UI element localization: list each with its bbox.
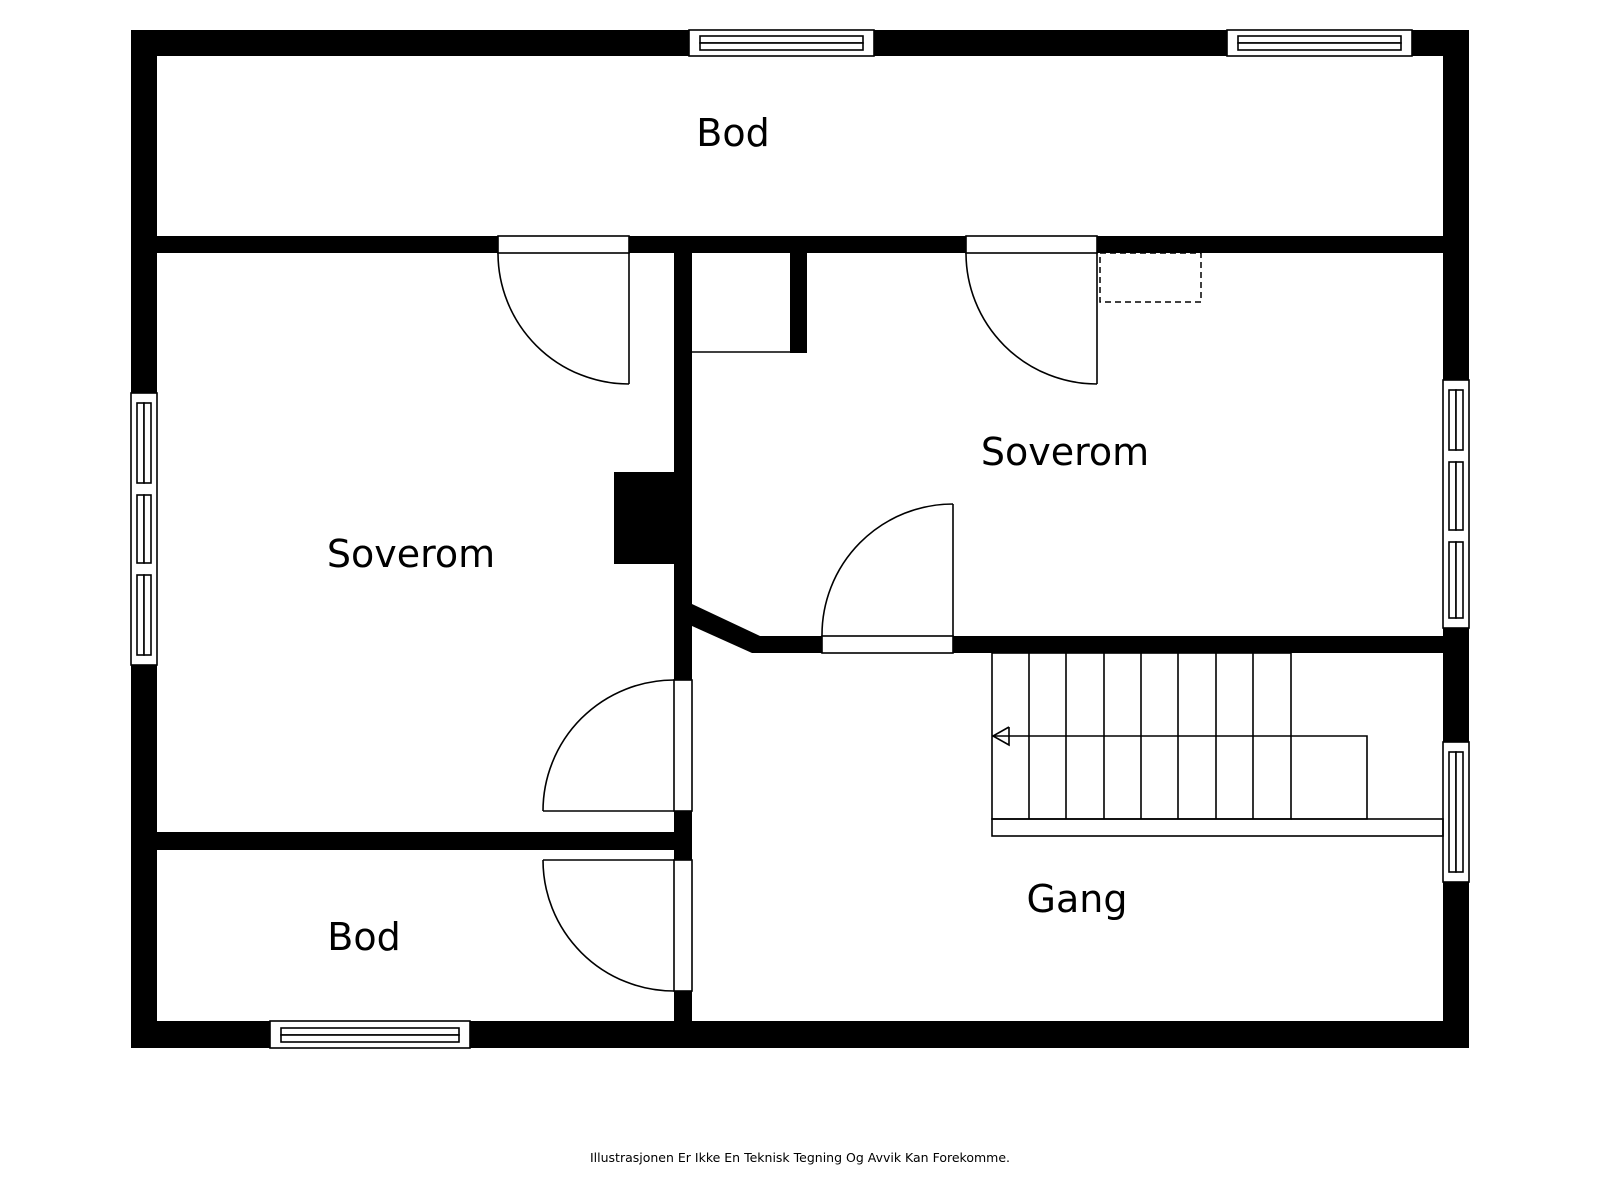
door-bod-bottom xyxy=(542,859,693,992)
window-east-1 xyxy=(1442,379,1470,629)
windows xyxy=(130,29,1470,1049)
door-soverom-right-top xyxy=(965,235,1098,385)
window-west xyxy=(130,392,158,666)
doors xyxy=(497,235,1098,992)
door-soverom-left-gang xyxy=(542,679,693,812)
chimney xyxy=(614,472,674,564)
window-south xyxy=(269,1020,471,1049)
staircase xyxy=(991,652,1444,837)
wall-bod-top-divider xyxy=(131,236,1469,253)
door-soverom-right-gang xyxy=(821,503,954,654)
window-east-2 xyxy=(1442,741,1470,883)
wall-closet-stub xyxy=(790,253,807,353)
window-north-1 xyxy=(688,29,875,57)
door-soverom-left-top xyxy=(497,235,630,385)
window-north-2 xyxy=(1226,29,1413,57)
room-label-soverom-left: Soverom xyxy=(327,532,495,576)
disclaimer-text: Illustrasjonen Er Ikke En Teknisk Tegnin… xyxy=(589,1150,1010,1165)
hatch-dashed xyxy=(1099,252,1202,303)
wall-bod-bottom-divider xyxy=(131,832,692,850)
room-label-bod-top: Bod xyxy=(696,111,769,155)
room-label-gang: Gang xyxy=(1027,877,1128,921)
wall-diagonal xyxy=(692,604,760,653)
room-label-soverom-right: Soverom xyxy=(981,430,1149,474)
room-label-bod-bottom: Bod xyxy=(327,915,400,959)
